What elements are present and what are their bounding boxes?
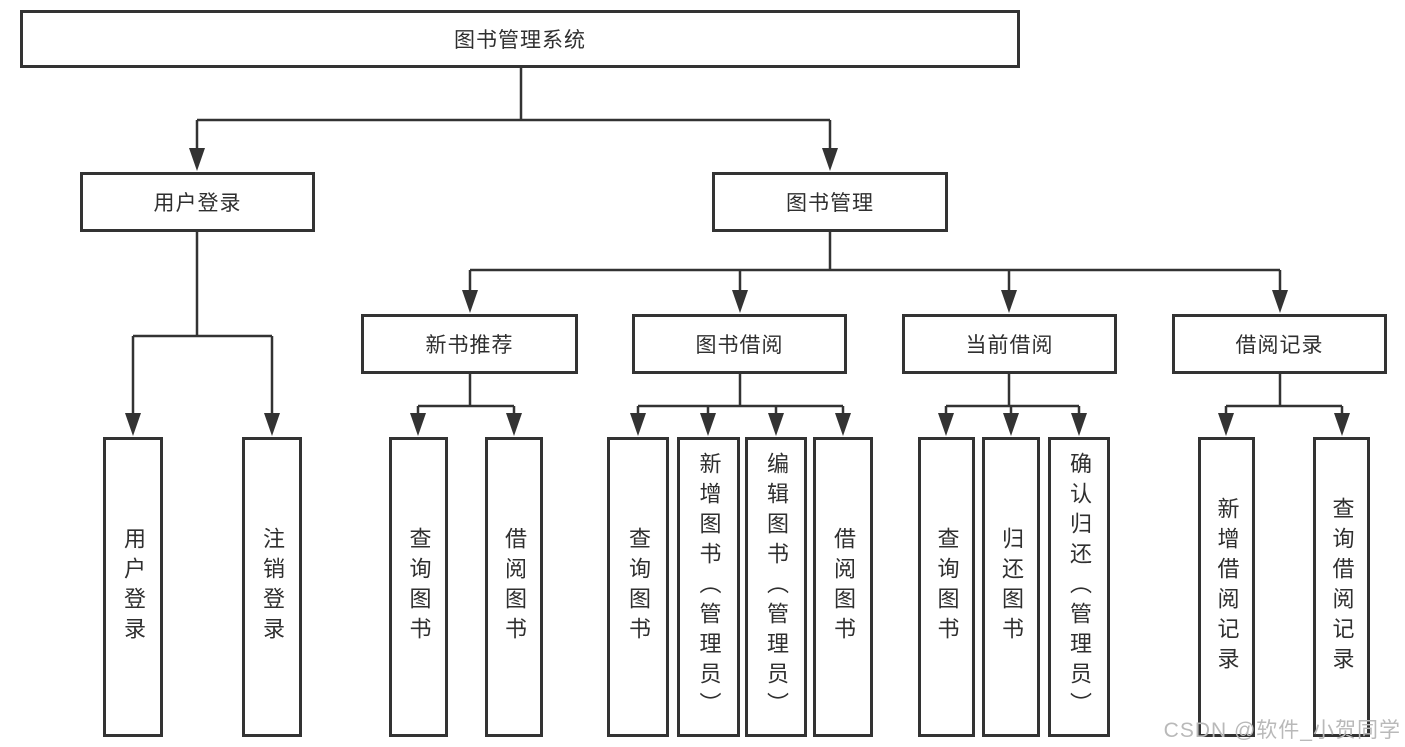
leaf-add-books-admin: 新增图书（管理员）: [677, 437, 740, 737]
arrowhead: [938, 413, 954, 436]
connector-new-book: [416, 374, 516, 416]
arrowhead: [410, 413, 426, 436]
arrowhead: [768, 413, 784, 436]
arrowhead: [630, 413, 646, 436]
arrowheads: [125, 148, 1350, 436]
leaf-confirm-return-admin: 确认归还（管理员）: [1048, 437, 1110, 737]
arrowhead: [1272, 290, 1288, 313]
leaf-query-books-current: 查询图书: [918, 437, 975, 737]
leaf-edit-books-admin: 编辑图书（管理员）: [745, 437, 807, 737]
leaf-return-books: 归还图书: [982, 437, 1040, 737]
arrowhead: [700, 413, 716, 436]
node-new-book-recommend: 新书推荐: [361, 314, 578, 374]
arrowhead: [1003, 413, 1019, 436]
leaf-query-borrow-record: 查询借阅记录: [1313, 437, 1370, 737]
arrowhead: [1001, 290, 1017, 313]
node-user-login: 用户登录: [80, 172, 315, 232]
arrowhead: [1071, 413, 1087, 436]
leaf-borrow-books-newbook: 借阅图书: [485, 437, 543, 737]
connector-book-mgmt: [468, 232, 1282, 293]
arrowhead: [462, 290, 478, 313]
node-book-management: 图书管理: [712, 172, 948, 232]
connector-user-login: [131, 232, 274, 416]
leaf-logout: 注销登录: [242, 437, 302, 737]
leaf-borrow-books: 借阅图书: [813, 437, 873, 737]
connector-root: [195, 68, 832, 150]
arrowhead: [125, 413, 141, 436]
arrowhead: [835, 413, 851, 436]
leaf-query-books-borrow: 查询图书: [607, 437, 669, 737]
leaf-query-books-newbook: 查询图书: [389, 437, 448, 737]
leaf-user-login: 用户登录: [103, 437, 163, 737]
node-book-borrowing: 图书借阅: [632, 314, 847, 374]
arrowhead: [1218, 413, 1234, 436]
connector-borrow-records: [1224, 374, 1344, 416]
arrowhead: [189, 148, 205, 171]
csdn-watermark: CSDN @软件_小贺同学: [1163, 719, 1401, 742]
connector-current-borrow: [944, 374, 1081, 416]
arrowhead: [822, 148, 838, 171]
node-current-borrowing: 当前借阅: [902, 314, 1117, 374]
arrowhead: [264, 413, 280, 436]
node-borrow-records: 借阅记录: [1172, 314, 1387, 374]
leaf-add-borrow-record: 新增借阅记录: [1198, 437, 1255, 737]
node-root-system: 图书管理系统: [20, 10, 1020, 68]
arrowhead: [506, 413, 522, 436]
arrowhead: [732, 290, 748, 313]
arrowhead: [1334, 413, 1350, 436]
connector-book-borrow: [636, 374, 845, 416]
